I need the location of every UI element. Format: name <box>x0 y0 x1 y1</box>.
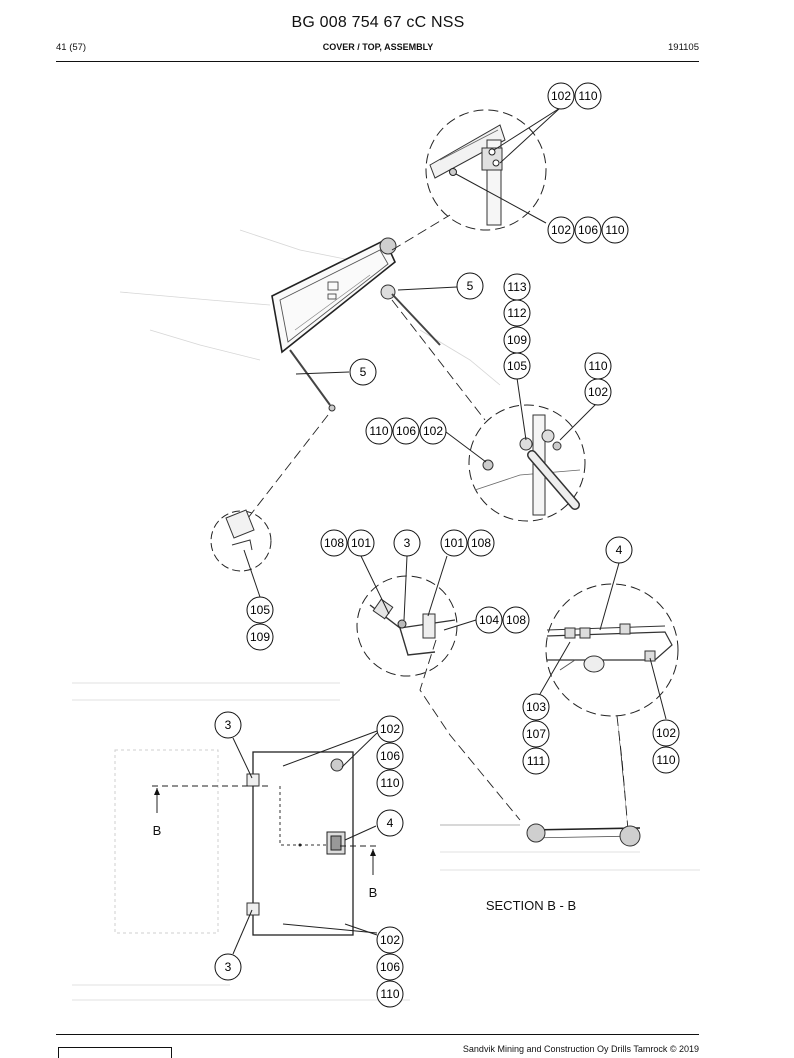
callout-label: 110 <box>380 776 399 790</box>
callout-label: 3 <box>225 960 232 974</box>
callout-label: 103 <box>526 700 546 714</box>
callout-label: 107 <box>526 727 546 741</box>
date-code: 191105 <box>668 42 699 53</box>
callout-label: 102 <box>380 933 400 947</box>
section-mark-right: B <box>369 885 378 900</box>
callout-label: 113 <box>507 280 526 294</box>
callout-label: 104 <box>479 613 499 627</box>
callout-label: 110 <box>588 359 607 373</box>
callout-label: 101 <box>444 536 464 550</box>
callout-label: 108 <box>324 536 344 550</box>
callout-label: 102 <box>423 424 443 438</box>
callout-label: 106 <box>396 424 416 438</box>
callout-label: 106 <box>380 749 400 763</box>
callout-label: 4 <box>387 816 394 830</box>
callout-label: 110 <box>369 424 388 438</box>
callout-label: 110 <box>380 987 399 1001</box>
detail-circle-latch <box>545 583 679 831</box>
detail-circle-hinge <box>468 404 586 522</box>
callout-label: 105 <box>250 603 270 617</box>
cover-assembly <box>247 214 486 519</box>
section-b-strip <box>440 823 641 847</box>
callout-label: 110 <box>578 89 597 103</box>
detail-circle-top <box>425 109 547 231</box>
callout-label: 111 <box>527 754 546 768</box>
lower-view <box>114 749 380 936</box>
footer-rule <box>56 1034 699 1035</box>
callout-label: 102 <box>551 223 571 237</box>
callout-label: 101 <box>351 536 371 550</box>
callout-label: 106 <box>380 960 400 974</box>
header-rule <box>56 61 699 62</box>
section-mark-left: B <box>153 823 162 838</box>
section-title: COVER / TOP, ASSEMBLY <box>322 42 434 52</box>
page-number: 41 (57) <box>56 42 87 53</box>
callout-label: 110 <box>656 753 675 767</box>
document-number: BG 008 754 67 cC NSS <box>291 14 465 31</box>
callout-label: 5 <box>360 365 367 379</box>
detail-circle-pin <box>210 509 272 572</box>
callout-label: 109 <box>507 333 527 347</box>
copyright-text: Sandvik Mining and Construction Oy Drill… <box>462 1044 699 1054</box>
leader-lines <box>232 107 667 955</box>
callout-label: 110 <box>605 223 624 237</box>
callout-label: 3 <box>404 536 411 550</box>
background-sketch <box>72 229 700 1001</box>
callout-label: 4 <box>616 543 623 557</box>
callout-label: 108 <box>506 613 526 627</box>
callout-label: 105 <box>507 359 527 373</box>
callout-label: 109 <box>250 630 270 644</box>
callout-label: 102 <box>656 726 676 740</box>
section-caption: SECTION B - B <box>486 898 576 913</box>
callout-label: 108 <box>471 536 491 550</box>
callout-label: 102 <box>380 722 400 736</box>
callout-label: 112 <box>507 306 526 320</box>
callout-label: 5 <box>467 279 474 293</box>
callout-label: 102 <box>551 89 571 103</box>
callout-label: 3 <box>225 718 232 732</box>
callout-label: 106 <box>578 223 598 237</box>
callout-balloons: 102 110 102 106 110 5 113 112 109 105 11… <box>214 82 680 1008</box>
callout-label: 102 <box>588 385 608 399</box>
